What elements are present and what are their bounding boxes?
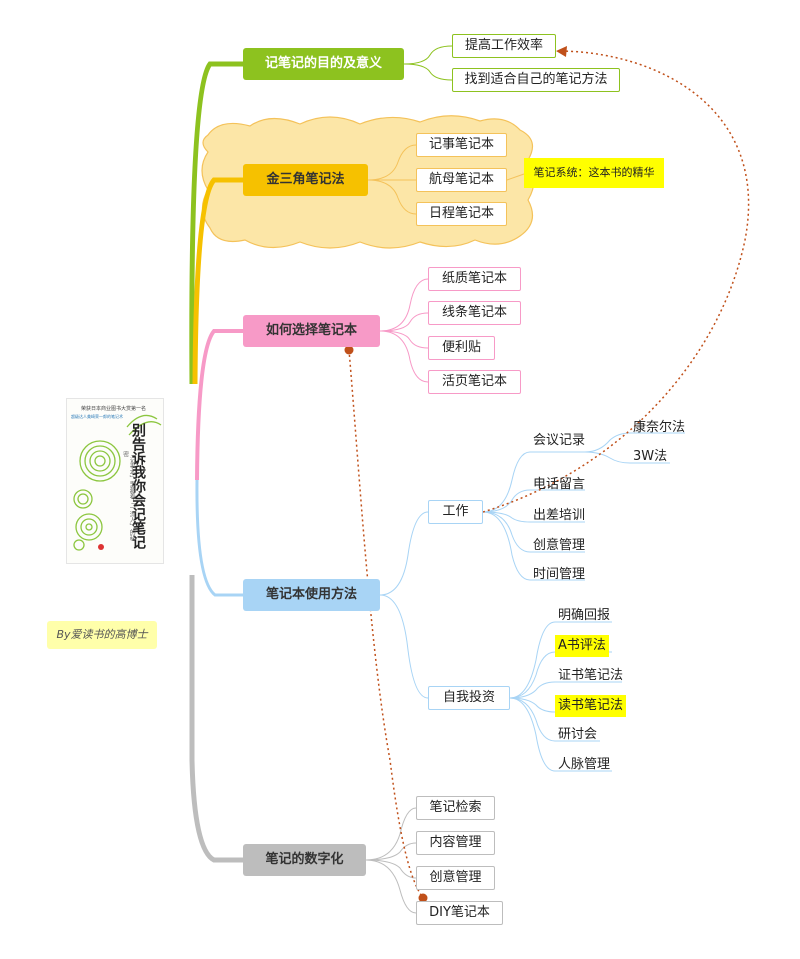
trunk-yellow bbox=[192, 177, 243, 385]
leaf-lined-notebook[interactable]: 线条笔记本 bbox=[428, 301, 521, 325]
branch-choose-notebook[interactable]: 如何选择笔记本 bbox=[243, 315, 380, 347]
trunk-blue bbox=[195, 479, 243, 597]
item-network-management[interactable]: 人脉管理 bbox=[558, 757, 611, 772]
leaf-content-management[interactable]: 内容管理 bbox=[416, 831, 495, 855]
item-business-trip[interactable]: 出差培训 bbox=[533, 508, 586, 523]
item-cornell-method[interactable]: 康奈尔法 bbox=[633, 420, 686, 435]
item-seminar[interactable]: 研讨会 bbox=[558, 727, 598, 742]
trunk-pink bbox=[195, 329, 243, 481]
item-clear-return[interactable]: 明确回报 bbox=[558, 608, 611, 623]
relation-arrow bbox=[556, 46, 567, 57]
leaf-note-search[interactable]: 笔记检索 bbox=[416, 796, 495, 820]
branch-golden-triangle[interactable]: 金三角笔记法 bbox=[243, 164, 368, 196]
connectors-purpose bbox=[403, 45, 453, 81]
callout-note-system: 笔记系统：这本书的精华 bbox=[524, 158, 664, 188]
item-3w-method[interactable]: 3W法 bbox=[633, 449, 668, 464]
book-top-line: 荣获日本商业图书大赏第一名 bbox=[81, 406, 147, 412]
connectors-choose bbox=[379, 278, 429, 383]
item-phone-message[interactable]: 电话留言 bbox=[533, 477, 586, 492]
item-time-management[interactable]: 时间管理 bbox=[533, 567, 586, 582]
trunk-gray bbox=[189, 575, 243, 863]
book-blurb: 超级达人美崎荣一郎的笔记术 bbox=[71, 414, 123, 419]
branch-usage-method[interactable]: 笔记本使用方法 bbox=[243, 579, 380, 611]
leaf-schedule-notebook[interactable]: 日程笔记本 bbox=[416, 202, 507, 226]
leaf-find-method[interactable]: 找到适合自己的笔记方法 bbox=[452, 68, 620, 92]
leaf-idea-management[interactable]: 创意管理 bbox=[416, 866, 495, 890]
relation-line-bottom bbox=[348, 349, 424, 899]
connectors-digital bbox=[365, 807, 417, 914]
leaf-diy-notebook[interactable]: DIY笔记本 bbox=[416, 901, 503, 925]
author-signature: By爱读书的高博士 bbox=[47, 621, 157, 649]
item-reading-notes[interactable]: 读书笔记法 bbox=[555, 695, 627, 717]
leaf-sticky-notes[interactable]: 便利贴 bbox=[428, 336, 495, 360]
connectors-usage bbox=[379, 432, 685, 772]
relation-dot-bottom bbox=[418, 893, 428, 903]
trunk-green bbox=[189, 61, 243, 385]
leaf-loose-leaf[interactable]: 活页笔记本 bbox=[428, 370, 521, 394]
relation-dot-top bbox=[344, 345, 354, 355]
book-cover-image: 荣获日本商业图书大赏第一名 超级达人美崎荣一郎的笔记术 别告诉我你会记笔记 「记… bbox=[66, 398, 164, 564]
leaf-improve-efficiency[interactable]: 提高工作效率 bbox=[452, 34, 556, 58]
connectors-triangle bbox=[367, 144, 525, 215]
relation-line-top bbox=[482, 50, 750, 513]
branch-purpose[interactable]: 记笔记的目的及意义 bbox=[243, 48, 404, 80]
item-meeting-record[interactable]: 会议记录 bbox=[533, 433, 586, 448]
leaf-journal-notebook[interactable]: 记事笔记本 bbox=[416, 133, 507, 157]
book-swirl-illustration bbox=[73, 414, 162, 551]
leaf-carrier-notebook[interactable]: 航母笔记本 bbox=[416, 168, 507, 192]
item-certificate-notes[interactable]: 证书笔记法 bbox=[558, 668, 624, 683]
item-a-book-review[interactable]: A书评法 bbox=[555, 635, 609, 657]
group-self-investment[interactable]: 自我投资 bbox=[428, 686, 510, 710]
group-work[interactable]: 工作 bbox=[428, 500, 483, 524]
item-idea-management[interactable]: 创意管理 bbox=[533, 538, 586, 553]
book-title: 别告诉我你会记笔记 bbox=[130, 423, 146, 549]
book-subtitle: 「记事本」里藏着「一流人」的秘密 bbox=[121, 451, 136, 541]
branch-digitization[interactable]: 笔记的数字化 bbox=[243, 844, 366, 876]
leaf-paper-notebook[interactable]: 纸质笔记本 bbox=[428, 267, 521, 291]
